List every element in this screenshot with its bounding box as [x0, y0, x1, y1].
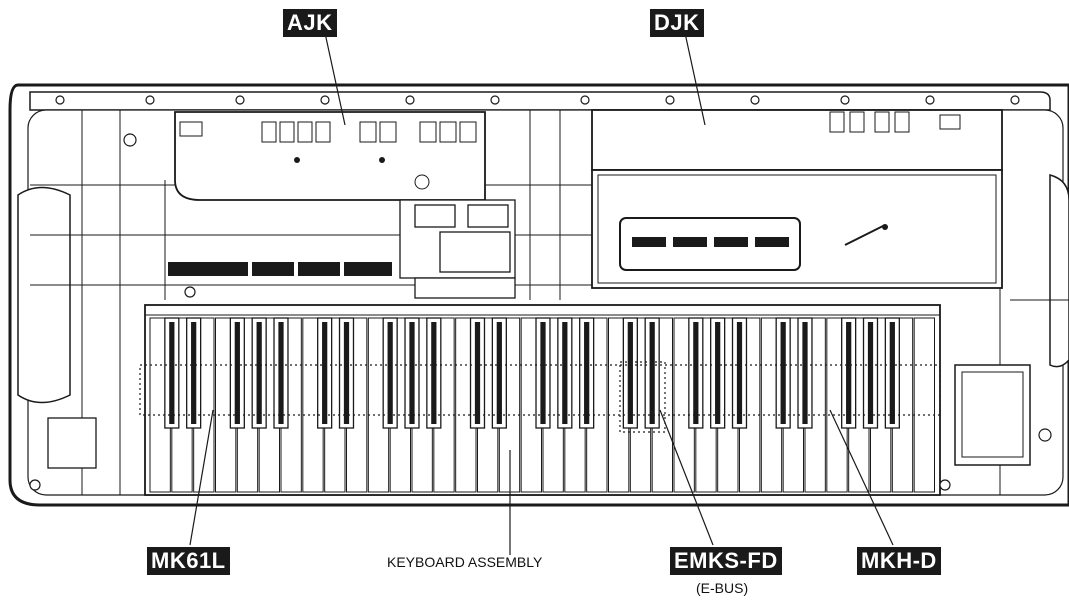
black-key-shade [802, 322, 808, 424]
black-key-shade [562, 322, 568, 424]
black-key-shade [627, 322, 633, 424]
black-key-shade [889, 322, 895, 424]
djk-board [591, 109, 1003, 289]
mk61l-dotted-outline [139, 364, 941, 416]
black-key-shade [780, 322, 786, 424]
ajk-label: AJK [283, 9, 337, 37]
right-module [954, 364, 1031, 466]
black-key-shade [234, 322, 240, 424]
chassis-top-rail [29, 91, 1051, 111]
e-bus-label: (E-BUS) [696, 580, 749, 596]
white-key [913, 317, 935, 493]
black-key-shade [584, 322, 590, 424]
black-key-shade [715, 322, 721, 424]
black-key-shade [169, 322, 175, 424]
left-small-module [47, 417, 97, 469]
right-module-inner [961, 371, 1024, 458]
left-end-cap [17, 186, 71, 404]
black-key-shade [496, 322, 502, 424]
black-key-shade [343, 322, 350, 424]
mk61l-label: MK61L [147, 547, 230, 575]
black-key-shade [474, 322, 481, 424]
right-end-cap [1049, 174, 1069, 368]
black-key-shade [431, 322, 437, 424]
black-key-shade [693, 322, 699, 424]
left-vent [168, 262, 392, 276]
black-key-shade [387, 322, 393, 424]
leader-lines [189, 32, 894, 555]
ajk-board [174, 111, 486, 201]
keyboard-assembly-label: KEYBOARD ASSEMBLY [387, 554, 543, 570]
black-key-shade [322, 322, 328, 424]
black-key-shade [409, 322, 415, 424]
emks-fd-label: EMKS-FD [670, 547, 782, 575]
black-key-shade [867, 322, 874, 424]
top-screws [29, 95, 1052, 491]
emks-fd-dotted-outline [619, 361, 666, 433]
display-window [619, 217, 801, 271]
black-key-shade [649, 322, 655, 424]
djk-label: DJK [650, 9, 704, 37]
black-key-shade [191, 322, 197, 424]
mkh-d-label: MKH-D [857, 547, 941, 575]
black-key-shade [540, 322, 546, 424]
black-key-shade [736, 322, 743, 424]
black-key-shade [278, 322, 284, 424]
center-subboard [399, 199, 516, 299]
black-keys [164, 317, 900, 429]
black-key-shade [256, 322, 262, 424]
black-key-shade [846, 322, 852, 424]
